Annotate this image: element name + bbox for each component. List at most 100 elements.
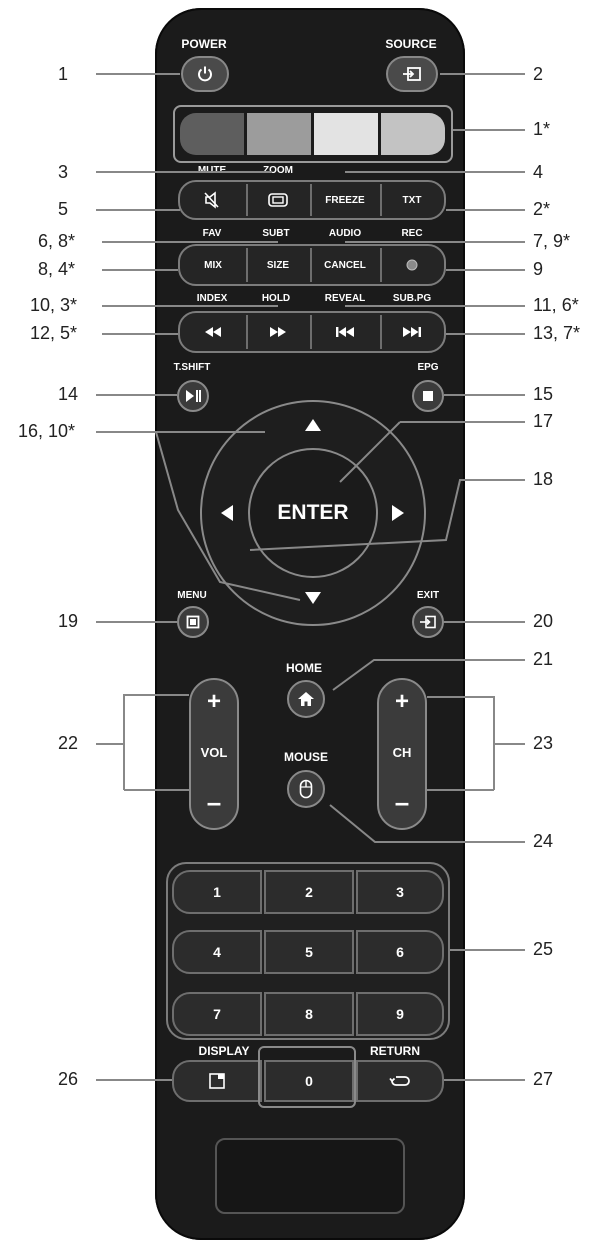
callout-2-star: 2* — [533, 199, 551, 219]
audio-label: AUDIO — [328, 228, 362, 239]
previous-button[interactable] — [310, 315, 378, 349]
menu-square-icon — [186, 615, 200, 629]
exit-button[interactable] — [412, 606, 444, 638]
callout-3: 3 — [58, 162, 69, 182]
channel-down-button[interactable]: – — [394, 786, 410, 817]
digit-0-button[interactable]: 0 — [264, 1060, 354, 1102]
source-button[interactable] — [386, 56, 438, 92]
left-arrow-button[interactable] — [212, 496, 242, 530]
digit-8-button[interactable]: 8 — [264, 992, 354, 1036]
down-arrow-button[interactable] — [295, 583, 331, 613]
channel-up-button[interactable]: + — [394, 688, 409, 715]
callout-11-6star: 11, 6* — [533, 295, 579, 315]
digit-7-button[interactable]: 7 — [172, 992, 262, 1036]
mouse-button[interactable] — [287, 770, 325, 808]
callout-24: 24 — [533, 831, 554, 851]
callout-7-9star: 7, 9* — [533, 231, 571, 251]
reveal-label: REVEAL — [324, 293, 366, 304]
epg-button[interactable] — [412, 380, 444, 412]
callout-19: 19 — [58, 611, 79, 631]
menu-button[interactable] — [177, 606, 209, 638]
return-label: RETURN — [370, 1044, 420, 1058]
arrow-left-icon — [221, 505, 233, 521]
power-icon — [198, 66, 212, 82]
volume-down-button[interactable]: – — [206, 786, 222, 817]
callout-17: 17 — [533, 411, 554, 431]
hold-label: HOLD — [261, 293, 291, 304]
callout-6-8star: 6, 8* — [38, 231, 76, 251]
power-button[interactable] — [181, 56, 229, 92]
volume-up-button[interactable]: + — [206, 688, 221, 715]
exit-label: EXIT — [416, 590, 440, 601]
rec-button[interactable] — [380, 248, 442, 282]
arrow-right-icon — [392, 505, 404, 521]
mix-button[interactable]: MIX — [204, 259, 222, 271]
callout-14: 14 — [58, 384, 79, 404]
home-button[interactable] — [287, 680, 325, 718]
red-color-button[interactable] — [180, 113, 244, 155]
digit-4-button[interactable]: 4 — [172, 930, 262, 974]
fast-forward-icon — [270, 327, 286, 337]
home-label: HOME — [286, 661, 322, 675]
freeze-button[interactable]: FREEZE — [310, 184, 378, 216]
txt-button[interactable]: TXT — [380, 184, 442, 216]
rewind-button[interactable] — [182, 315, 244, 349]
digit-1-button[interactable]: 1 — [172, 870, 262, 914]
arrow-down-icon — [305, 592, 321, 604]
digit-9-button[interactable]: 9 — [356, 992, 444, 1036]
rewind-icon — [205, 327, 221, 337]
mouse-label: MOUSE — [283, 750, 328, 764]
row3-button-group — [178, 311, 446, 353]
menu-label: MENU — [177, 590, 207, 601]
skip-next-icon — [403, 327, 421, 337]
blue-color-button[interactable] — [381, 113, 445, 155]
zoom-button[interactable] — [246, 184, 308, 216]
zoom-label: ZOOM — [263, 165, 293, 176]
volume-rocker — [189, 678, 239, 830]
callout-22: 22 — [58, 733, 79, 753]
ir-window — [215, 1138, 405, 1214]
return-button[interactable] — [356, 1060, 444, 1102]
next-button[interactable] — [380, 315, 442, 349]
callout-13-7star: 13, 7* — [533, 323, 581, 343]
source-label: SOURCE — [385, 37, 437, 51]
cancel-button[interactable]: CANCEL — [310, 248, 378, 282]
size-button[interactable]: SIZE — [246, 248, 308, 282]
callout-15: 15 — [533, 384, 554, 404]
callout-1: 1 — [58, 64, 69, 84]
digit-6-button[interactable]: 6 — [356, 930, 444, 974]
mute-button[interactable] — [182, 184, 244, 216]
fast-forward-button[interactable] — [246, 315, 308, 349]
skip-previous-icon — [336, 327, 354, 337]
return-icon — [389, 1076, 410, 1086]
up-arrow-button[interactable] — [295, 410, 331, 440]
callout-25: 25 — [533, 939, 554, 959]
yellow-color-button[interactable] — [314, 113, 378, 155]
arrow-up-icon — [305, 419, 321, 431]
green-color-button[interactable] — [247, 113, 311, 155]
digit-5-button[interactable]: 5 — [264, 930, 354, 974]
digit-3-button[interactable]: 3 — [356, 870, 444, 914]
tshift-button[interactable] — [177, 380, 209, 412]
display-button[interactable] — [172, 1060, 262, 1102]
color-button-group-outline — [173, 105, 453, 163]
stop-icon — [423, 391, 433, 401]
callout-10-3star: 10, 3* — [30, 295, 78, 315]
mute-icon — [204, 191, 219, 209]
callout-5: 5 — [58, 199, 69, 219]
epg-label: EPG — [417, 362, 439, 373]
enter-button[interactable]: ENTER — [248, 448, 378, 578]
callout-23: 23 — [533, 733, 554, 753]
zero-button-outline — [258, 1046, 356, 1108]
mouse-icon — [299, 779, 313, 799]
callout-16-10star: 16, 10* — [18, 421, 76, 441]
digit-2-button[interactable]: 2 — [264, 870, 354, 914]
callout-2: 2 — [533, 64, 544, 84]
power-label: POWER — [181, 37, 227, 51]
exit-icon — [420, 615, 436, 629]
callout-20: 20 — [533, 611, 554, 631]
display-icon — [209, 1073, 225, 1089]
play-pause-icon — [186, 390, 201, 402]
right-arrow-button[interactable] — [383, 496, 413, 530]
